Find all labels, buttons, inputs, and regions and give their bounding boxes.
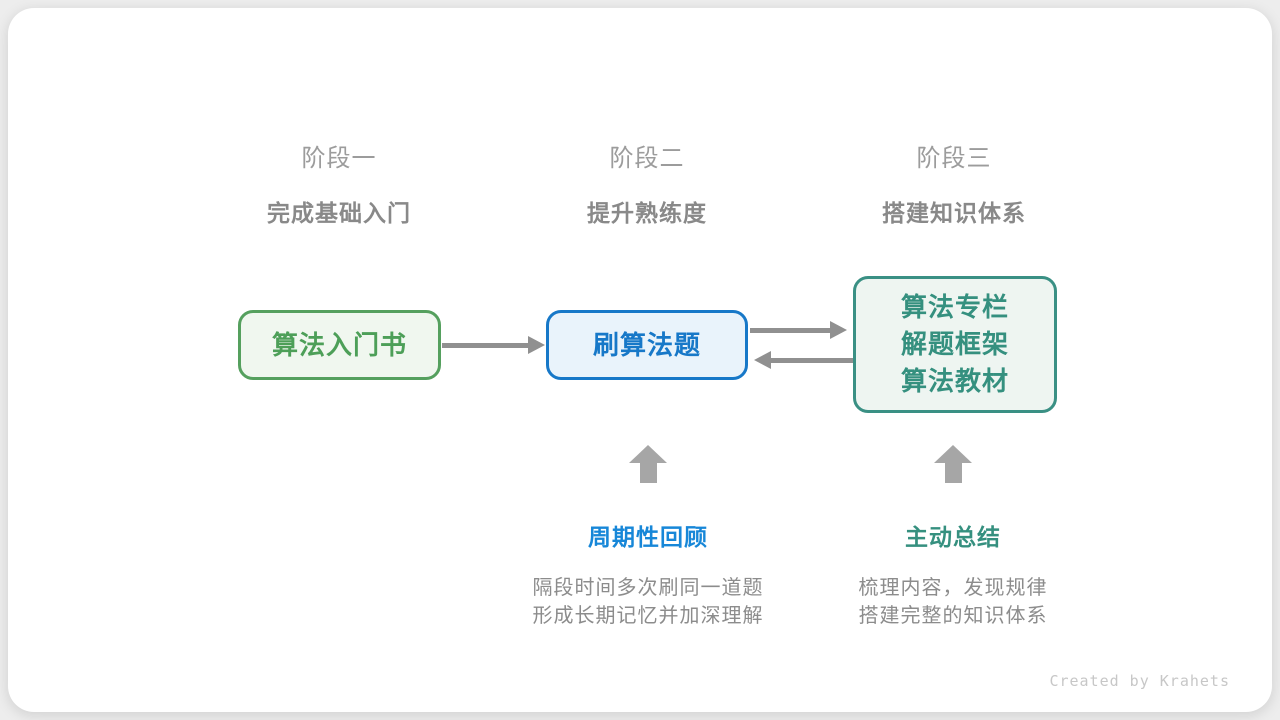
- node-practice-problems-label: 刷算法题: [592, 329, 701, 360]
- arrow-intro-to-practice-line: [442, 343, 528, 348]
- annotation-active-summary-desc-line-1: 梳理内容，发现规律: [858, 577, 1048, 599]
- arrow-resources-to-practice-line: [771, 358, 853, 363]
- arrow-practice-to-resources-line: [750, 328, 830, 333]
- arrow-practice-to-resources-head-icon: [830, 321, 847, 339]
- up-arrow-summary-icon: [934, 445, 972, 483]
- node-practice-problems: 刷算法题: [546, 310, 748, 380]
- annotation-periodic-review-desc: 隔段时间多次刷同一道题 形成长期记忆并加深理解: [478, 574, 818, 630]
- node-intro-book-label: 算法入门书: [271, 329, 407, 360]
- stage-2-label: 阶段二: [609, 145, 685, 172]
- annotation-active-summary-desc: 梳理内容，发现规律 搭建完整的知识体系: [783, 574, 1123, 630]
- diagram-card: 阶段一 完成基础入门 阶段二 提升熟练度 阶段三 搭建知识体系 算法入门书 刷算…: [8, 8, 1272, 712]
- stage-3-header: 阶段三 搭建知识体系: [804, 138, 1104, 228]
- annotation-periodic-review-desc-line-1: 隔段时间多次刷同一道题: [532, 577, 764, 599]
- node-knowledge-resources: 算法专栏 解题框架 算法教材: [853, 276, 1057, 413]
- stage-2-subtitle: 提升熟练度: [587, 200, 707, 226]
- node-resources-line-2: 解题框架: [900, 329, 1009, 359]
- annotation-periodic-review-title: 周期性回顾: [588, 524, 708, 550]
- node-resources-line-1: 算法专栏: [900, 292, 1009, 322]
- annotation-active-summary: 主动总结 梳理内容，发现规律 搭建完整的知识体系: [783, 518, 1123, 630]
- stage-1-label: 阶段一: [301, 145, 377, 172]
- stage-1-header: 阶段一 完成基础入门: [189, 138, 489, 228]
- arrow-resources-to-practice-head-icon: [754, 351, 771, 369]
- stage-1-subtitle: 完成基础入门: [267, 200, 411, 226]
- stage-3-subtitle: 搭建知识体系: [882, 200, 1026, 226]
- annotation-periodic-review: 周期性回顾 隔段时间多次刷同一道题 形成长期记忆并加深理解: [478, 518, 818, 630]
- annotation-periodic-review-desc-line-2: 形成长期记忆并加深理解: [532, 605, 764, 627]
- annotation-active-summary-desc-line-2: 搭建完整的知识体系: [858, 605, 1048, 627]
- up-arrow-review-icon: [629, 445, 667, 483]
- annotation-active-summary-title: 主动总结: [905, 524, 1001, 550]
- arrow-intro-to-practice-head-icon: [528, 336, 545, 354]
- attribution-text: Created by Krahets: [1049, 672, 1230, 690]
- stage-2-header: 阶段二 提升熟练度: [497, 138, 797, 228]
- node-intro-book: 算法入门书: [238, 310, 441, 380]
- stage-3-label: 阶段三: [916, 145, 992, 172]
- node-resources-line-3: 算法教材: [900, 366, 1009, 396]
